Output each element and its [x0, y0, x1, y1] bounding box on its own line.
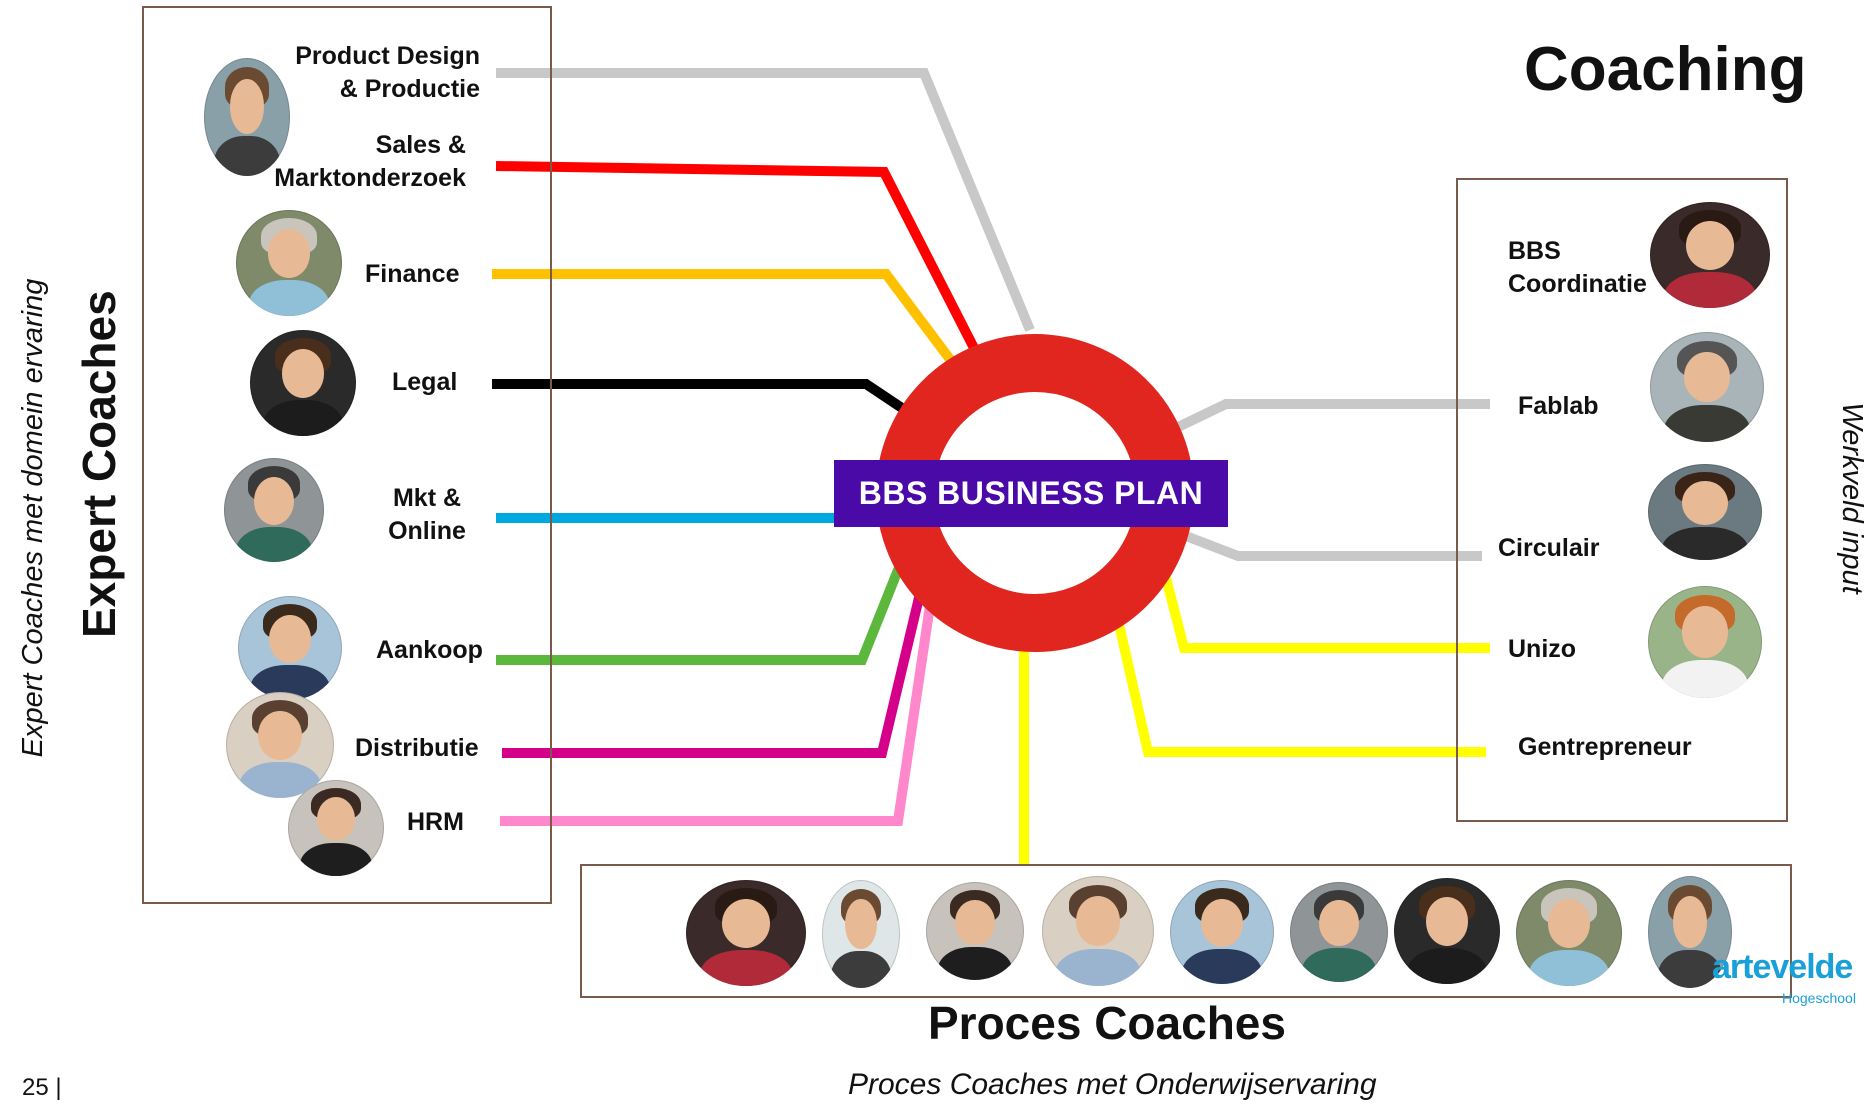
coach-avatar: [1648, 464, 1762, 560]
werkveld-box: [1456, 178, 1788, 822]
werkveld-label-gentrepreneur: Gentrepreneur: [1518, 733, 1692, 761]
artevelde-logo-subtitle: Hogeschool: [1782, 990, 1856, 1006]
business-plan-banner: BBS BUSINESS PLAN: [834, 460, 1228, 527]
page-title: Coaching: [1524, 35, 1807, 104]
domain-label-hrm: HRM: [407, 808, 464, 836]
circulair-connector: [1184, 531, 1482, 561]
legal-connector: [492, 379, 905, 413]
domain-label-finance: Finance: [365, 260, 460, 288]
werkveld-label-bbs: BBS Coordinatie: [1508, 237, 1647, 298]
coach-avatar: [236, 210, 342, 316]
werkveld-label-fablab: Fablab: [1518, 392, 1599, 420]
expert-coaches-box: [142, 6, 552, 904]
coach-avatar: [1516, 880, 1622, 986]
proces-coaches-subtitle: Proces Coaches met Onderwijservaring: [848, 1068, 1377, 1101]
domain-label-product: Product Design & Productie: [295, 42, 480, 103]
proces-coaches-title: Proces Coaches: [928, 997, 1286, 1049]
coach-avatar: [204, 58, 290, 176]
domain-label-aankoop: Aankoop: [376, 636, 483, 664]
fablab-connector: [1173, 399, 1490, 433]
coach-avatar: [1650, 332, 1764, 442]
domain-label-sales: Sales & Marktonderzoek: [274, 131, 466, 192]
domain-label-mkt: Mkt & Online: [388, 484, 466, 545]
coach-avatar: [1290, 882, 1388, 982]
artevelde-logo: artevelde: [1712, 948, 1853, 986]
werkveld-subtitle: Werkveld input: [1836, 402, 1868, 594]
coach-avatar: [288, 780, 384, 876]
domain-label-distributie: Distributie: [355, 734, 479, 762]
expert-coaches-title: Expert Coaches: [73, 290, 125, 638]
coach-avatar: [1394, 878, 1500, 984]
sales-connector: [495, 161, 980, 353]
gentrepreneur-connector: [1113, 618, 1486, 757]
coach-avatar: [226, 692, 334, 798]
expert-coaches-subtitle: Expert Coaches met domein ervaring: [17, 278, 49, 758]
werkveld-label-circulair: Circulair: [1498, 534, 1600, 562]
coach-avatar: [224, 458, 324, 562]
coach-avatar: [1042, 876, 1154, 986]
coach-avatar: [1170, 880, 1274, 984]
unizo-connector: [1159, 568, 1490, 653]
coach-avatar: [1648, 586, 1762, 698]
coach-avatar: [926, 882, 1024, 980]
product-connector: [496, 68, 1035, 332]
coach-avatar: [250, 330, 356, 436]
finance-connector: [492, 269, 956, 365]
coach-avatar: [1650, 202, 1770, 308]
hrm-connector: [500, 591, 937, 826]
proces-coaches-box: [580, 864, 1792, 998]
domain-label-legal: Legal: [392, 368, 458, 396]
aankoop-connector: [496, 558, 907, 665]
distributie-connector: [502, 583, 927, 758]
coach-avatar: [822, 880, 900, 988]
coach-avatar: [238, 596, 342, 700]
coach-avatar: [686, 880, 806, 986]
coach-avatar: [1648, 876, 1732, 988]
werkveld-label-unizo: Unizo: [1508, 635, 1577, 663]
page-number: 25 |: [22, 1074, 62, 1101]
